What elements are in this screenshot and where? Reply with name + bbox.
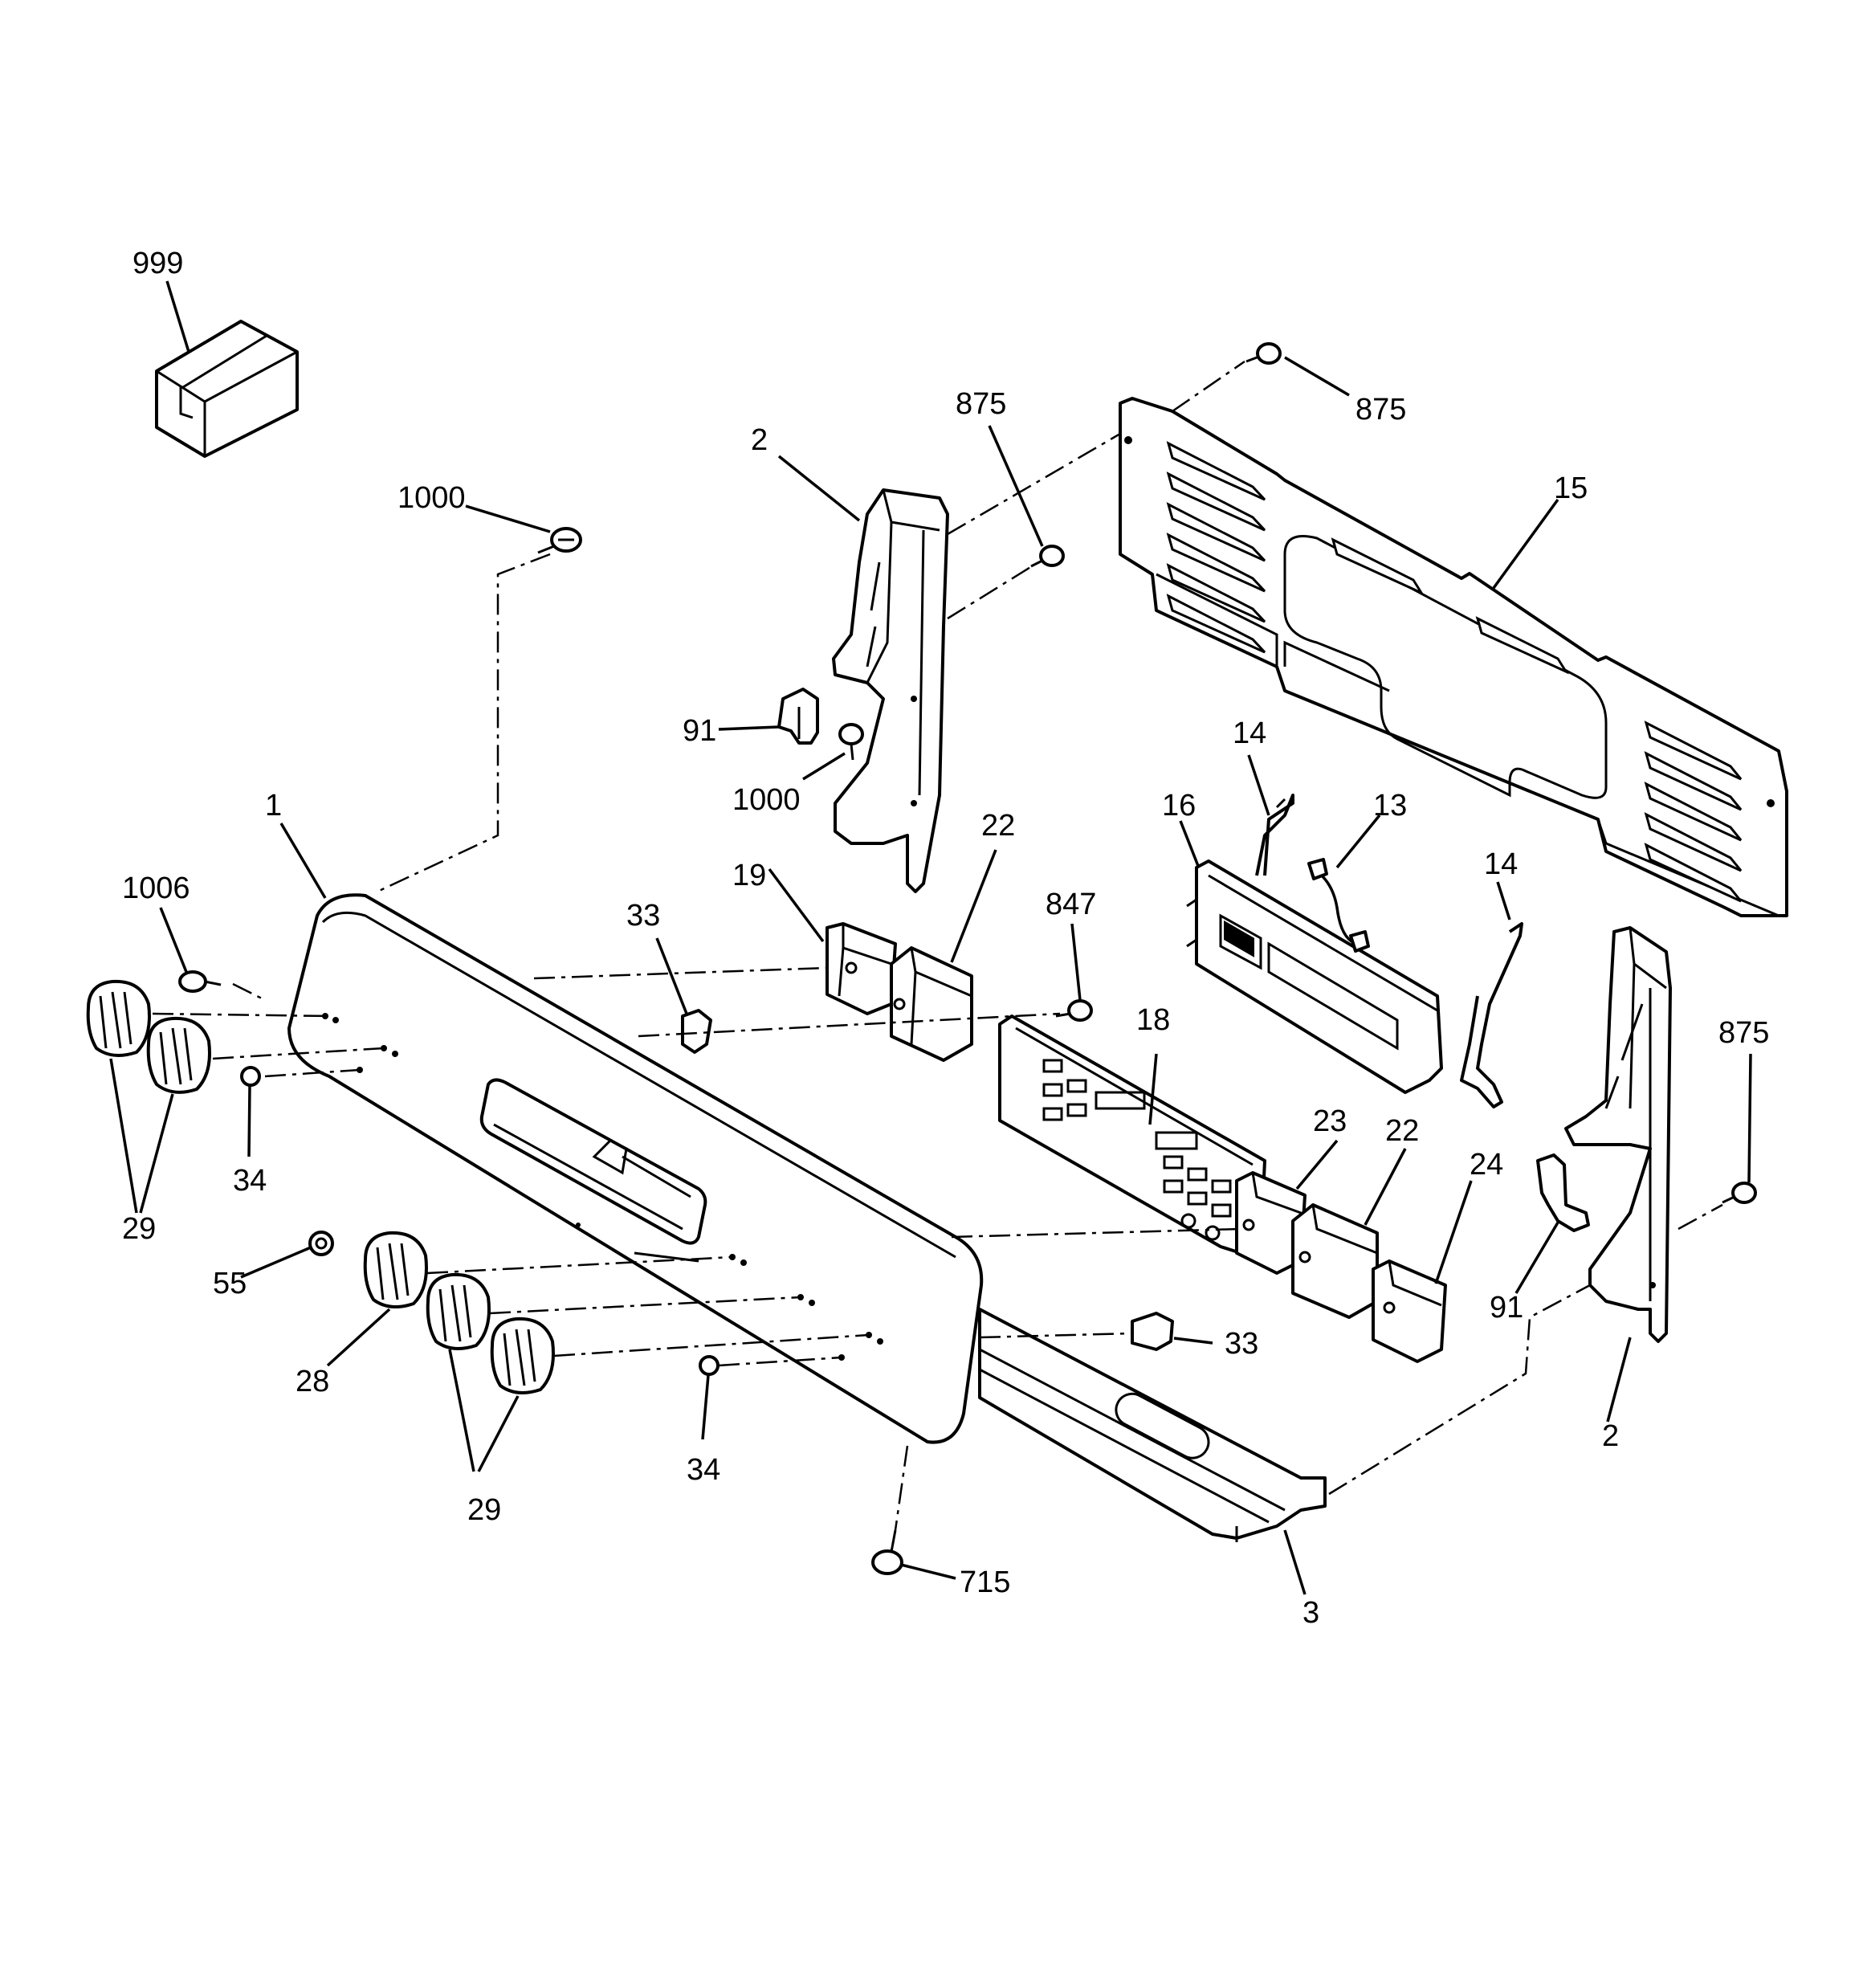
part-29-knob-upper-2 xyxy=(146,1016,211,1094)
callout-999: 999 xyxy=(132,247,183,280)
callout-1006: 1006 xyxy=(122,872,190,905)
part-18-keypad xyxy=(998,1014,1266,1255)
part-24-switch xyxy=(1372,1259,1447,1363)
part-33-clip-upper xyxy=(681,1009,712,1054)
screw-715 xyxy=(871,1529,903,1575)
callout-13: 13 xyxy=(1373,789,1407,823)
part-22-switch-lower xyxy=(1291,1203,1379,1319)
part-18-buttons xyxy=(1042,1059,1232,1241)
callout-18: 18 xyxy=(1136,1003,1170,1037)
callout-875-top-right: 875 xyxy=(1355,393,1406,427)
part-16-control-board xyxy=(1186,859,1443,1094)
callout-14-right: 14 xyxy=(1484,847,1518,881)
part-91-right-clip xyxy=(1536,1153,1590,1232)
alignment-lines xyxy=(152,360,1723,1531)
callout-23: 23 xyxy=(1313,1104,1347,1138)
callout-34-upper: 34 xyxy=(233,1164,267,1198)
callout-91-right: 91 xyxy=(1490,1291,1523,1325)
part-29-knob-upper-1 xyxy=(86,979,151,1057)
callout-91-left: 91 xyxy=(683,714,716,748)
screw-875-mid xyxy=(1030,545,1065,568)
part-13-wire xyxy=(1307,858,1370,953)
screw-847 xyxy=(1055,999,1093,1022)
part-22-switch-upper xyxy=(890,946,973,1062)
part-29-knob-lower-2 xyxy=(490,1316,555,1394)
screw-1006 xyxy=(178,970,222,993)
part-29-knob-lower-1 xyxy=(426,1272,491,1350)
screw-875-top xyxy=(1245,342,1282,365)
part-34-nut-lower xyxy=(699,1355,720,1376)
part-33-clip-lower xyxy=(1131,1312,1174,1351)
part-91-left-clip xyxy=(777,688,819,745)
part-2-right-end-cap xyxy=(1564,926,1672,1343)
callout-22-lower: 22 xyxy=(1385,1114,1419,1148)
part-3-trim xyxy=(978,1308,1327,1542)
part-15-louvers-right xyxy=(1644,720,1743,903)
callout-875-top: 875 xyxy=(956,387,1006,421)
part-28-knob xyxy=(363,1231,428,1308)
screw-1000-bracket xyxy=(838,723,864,761)
callout-28: 28 xyxy=(296,1365,329,1398)
callout-16: 16 xyxy=(1162,789,1196,823)
callout-55: 55 xyxy=(213,1267,247,1300)
callout-29-upper: 29 xyxy=(122,1212,156,1246)
callout-3: 3 xyxy=(1302,1596,1319,1630)
callout-2-left: 2 xyxy=(751,423,768,457)
callout-33-lower: 33 xyxy=(1225,1327,1258,1361)
leader-lines xyxy=(109,280,1752,1595)
part-1-control-panel xyxy=(287,893,984,1444)
part-19-switch xyxy=(826,922,897,1015)
callout-34-lower: 34 xyxy=(687,1453,720,1487)
callout-33-upper: 33 xyxy=(626,899,660,933)
callout-847: 847 xyxy=(1046,888,1096,921)
part-14-harness-left xyxy=(1255,794,1294,876)
screw-875-right xyxy=(1722,1182,1757,1204)
part-2-left-end-cap xyxy=(832,488,949,893)
part-14-harness-right xyxy=(1460,922,1523,1108)
callout-715: 715 xyxy=(960,1565,1010,1599)
part-15-louvers-left xyxy=(1166,441,1266,654)
screw-1000-top xyxy=(537,527,582,554)
callout-1000-bracket: 1000 xyxy=(732,783,801,817)
callout-2-right: 2 xyxy=(1602,1419,1619,1453)
part-15-back-panel xyxy=(1119,397,1788,917)
callout-875-right: 875 xyxy=(1718,1016,1769,1050)
callout-19: 19 xyxy=(732,859,766,892)
callout-14-left: 14 xyxy=(1233,716,1266,750)
callout-29-lower: 29 xyxy=(467,1493,501,1527)
callout-1: 1 xyxy=(265,789,282,823)
part-999-box xyxy=(155,320,299,458)
callout-24: 24 xyxy=(1470,1148,1503,1182)
callout-15: 15 xyxy=(1554,471,1588,505)
callout-labels: 999 1000 2 875 875 15 91 1000 1 22 19 33… xyxy=(122,247,1769,1630)
part-55-grommet xyxy=(308,1231,334,1256)
callout-22-upper: 22 xyxy=(981,809,1015,843)
part-34-nut-upper xyxy=(240,1066,261,1087)
callout-1000-top: 1000 xyxy=(397,481,466,515)
